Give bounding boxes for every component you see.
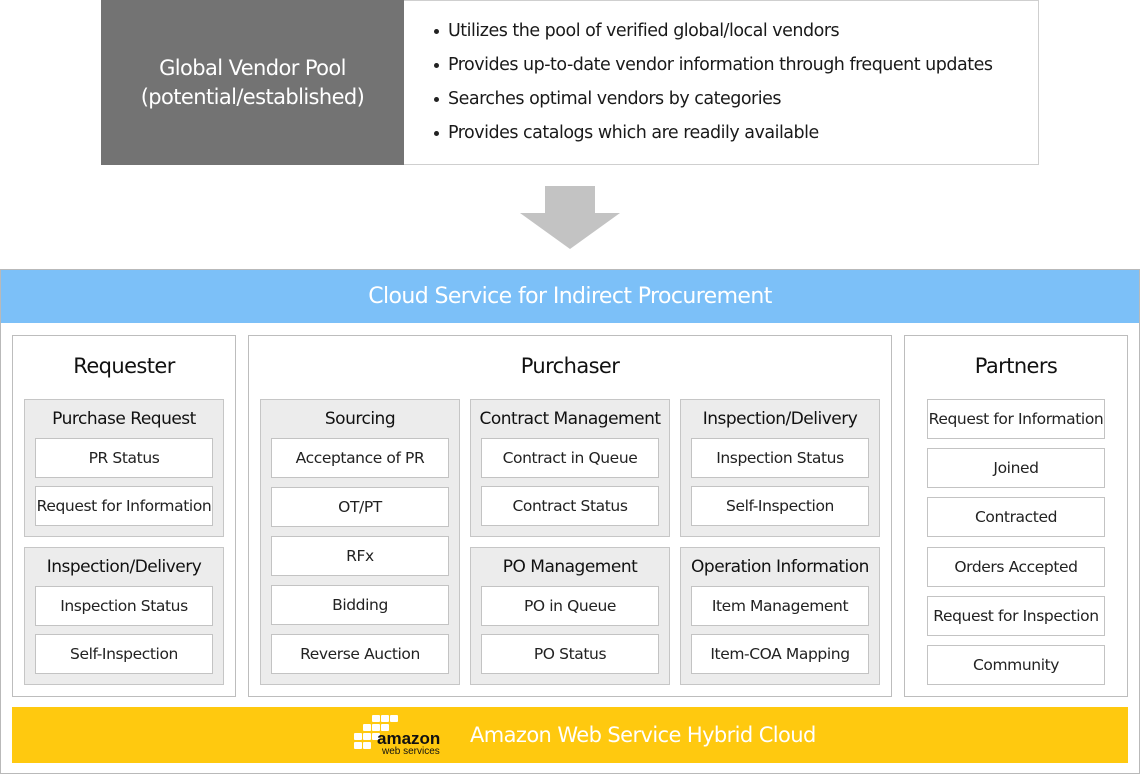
vendor-pool-bullet-list: Utilizes the pool of verified global/loc… [404,1,1038,152]
vendor-pool-bullet: Searches optimal vendors by categories [434,84,1038,118]
partners-request-for-inspection: Request for Inspection [927,596,1105,636]
contract-in-queue: Contract in Queue [481,438,659,478]
contract-management-title: Contract Management [479,409,661,429]
sourcing-title: Sourcing [324,409,396,429]
po-in-queue: PO in Queue [481,586,659,626]
aws-logo-word: amazon [377,729,440,748]
vendor-pool-title-line1: Global Vendor Pool [159,55,346,80]
cloud-service-header: Cloud Service for Indirect Procurement [1,270,1139,323]
requester-pr-status: PR Status [35,438,213,478]
item-coa-mapping: Item-COA Mapping [691,634,869,674]
vendor-pool-title-line2: (potential/established) [140,84,365,109]
item-management: Item Management [691,586,869,626]
partners-contracted: Contracted [927,497,1105,537]
sourcing-acceptance-of-pr: Acceptance of PR [271,438,449,478]
aws-label: Amazon Web Service Hybrid Cloud [470,723,816,747]
vendor-pool-bullet: Provides up-to-date vendor information t… [434,50,1038,84]
partners-joined: Joined [927,448,1105,488]
down-arrow-icon [520,186,620,249]
sourcing-ot-pt: OT/PT [271,487,449,527]
purchaser-title: Purchaser [520,354,620,378]
partners-orders-accepted: Orders Accepted [927,547,1105,587]
requester-request-for-information: Request for Information [35,486,213,526]
contract-status: Contract Status [481,486,659,526]
partners-request-for-information: Request for Information [927,399,1105,439]
vendor-pool-description: Utilizes the pool of verified global/loc… [404,0,1039,165]
operation-information-title: Operation Information [691,557,869,577]
purchaser-inspection-status: Inspection Status [691,438,869,478]
requester-inspection-delivery-title: Inspection/Delivery [46,557,202,577]
aws-logo-sub: web services [381,746,440,757]
requester-title: Requester [73,354,175,378]
aws-bar [12,707,1128,763]
requester-self-inspection: Self-Inspection [35,634,213,674]
requester-inspection-status: Inspection Status [35,586,213,626]
aws-logo-icon: amazon web services [354,715,440,757]
sourcing-reverse-auction: Reverse Auction [271,634,449,674]
purchaser-inspection-delivery-title: Inspection/Delivery [702,409,858,429]
partners-title: Partners [974,354,1058,378]
purchase-request-title: Purchase Request [52,409,196,429]
po-management-title: PO Management [502,557,638,577]
vendor-pool-title-box: Global Vendor Pool (potential/establishe… [101,0,404,165]
sourcing-rfx: RFx [271,536,449,576]
vendor-pool-bullet: Utilizes the pool of verified global/loc… [434,16,1038,50]
vendor-pool-bullet: Provides catalogs which are readily avai… [434,118,1038,152]
sourcing-bidding: Bidding [271,585,449,625]
purchaser-self-inspection: Self-Inspection [691,486,869,526]
po-status: PO Status [481,634,659,674]
partners-community: Community [927,645,1105,685]
